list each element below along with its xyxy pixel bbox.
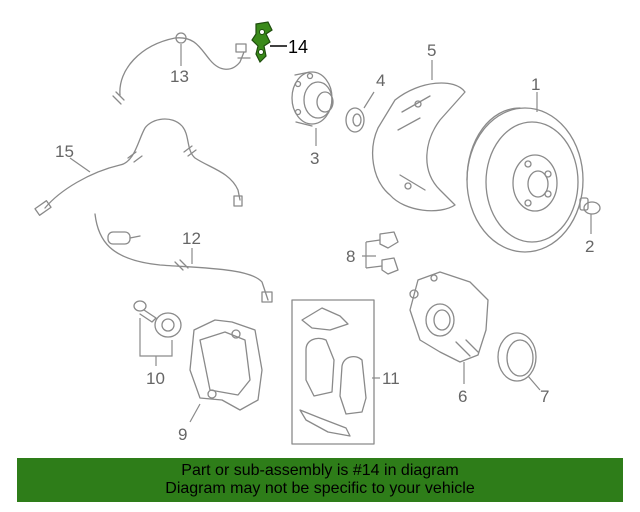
part-2-bolt[interactable] — [579, 197, 601, 215]
callout-5: 5 — [427, 41, 436, 60]
part-15-abs-sensor[interactable] — [34, 118, 243, 216]
part-13-brake-hose[interactable] — [112, 32, 251, 105]
part-14-bracket[interactable] — [251, 21, 273, 64]
callout-11: 11 — [382, 369, 400, 388]
callout-2: 2 — [585, 237, 594, 256]
part-8-caps[interactable] — [379, 231, 399, 275]
callout-13: 13 — [170, 67, 189, 86]
leader-9 — [189, 403, 201, 423]
part-11-brake-pads[interactable] — [299, 307, 367, 437]
banner-line-disclaimer: Diagram may not be specific to your vehi… — [165, 480, 475, 497]
callout-10: 10 — [146, 369, 165, 388]
banner-line-part: Part or sub-assembly is #14 in diagram — [181, 462, 459, 479]
part-11-frame — [291, 299, 375, 445]
part-10-bolt-bushing[interactable] — [133, 300, 182, 338]
part-5-dust-shield[interactable] — [372, 82, 466, 212]
callout-3: 3 — [310, 149, 319, 168]
callout-6: 6 — [458, 387, 467, 406]
callout-1: 1 — [531, 75, 540, 94]
part-9-caliper-bracket[interactable] — [189, 319, 263, 411]
leader-8 — [362, 239, 383, 269]
part-12-wear-sensor[interactable] — [94, 213, 273, 303]
callout-12: 12 — [182, 229, 201, 248]
leader-15 — [69, 157, 91, 173]
part-1-rotor[interactable] — [466, 107, 584, 253]
callout-14: 14 — [288, 37, 308, 57]
part-6-caliper[interactable] — [409, 271, 489, 363]
part-7-seal[interactable] — [497, 332, 537, 382]
info-banner: Part or sub-assembly is #14 in diagram D… — [17, 458, 623, 502]
leader-4 — [363, 91, 375, 109]
callout-4: 4 — [376, 71, 385, 90]
callout-7: 7 — [540, 387, 549, 406]
leader-7 — [527, 375, 541, 391]
parts-diagram: 13 14 15 12 3 — [34, 21, 601, 445]
callout-15: 15 — [55, 142, 74, 161]
part-3-hub[interactable] — [291, 71, 334, 127]
callout-9: 9 — [178, 425, 187, 444]
part-4-nut[interactable] — [345, 107, 365, 133]
callout-8: 8 — [346, 247, 355, 266]
